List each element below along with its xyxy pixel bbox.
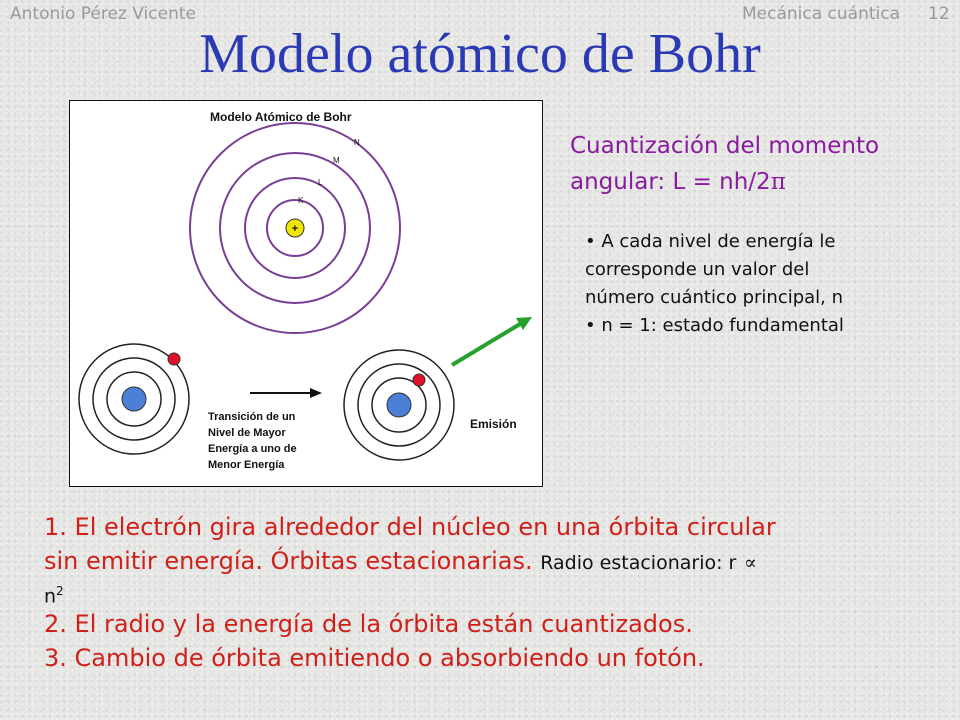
- shell-label-l: L: [318, 178, 323, 187]
- shell-label-n: N: [354, 138, 360, 147]
- right-orbit-inner: [371, 377, 427, 433]
- bullet-1-line-3: número cuántico principal, n: [585, 287, 844, 308]
- bullet-2: • n = 1: estado fundamental: [585, 315, 844, 336]
- postulate-3: 3. Cambio de órbita emitiendo o absorbie…: [44, 644, 705, 673]
- transition-arrow: [250, 388, 322, 398]
- left-orbit-middle: [92, 357, 176, 441]
- transition-line-3: Energía a uno de: [208, 443, 297, 455]
- right-orbit-middle: [357, 363, 441, 447]
- right-electron: [412, 373, 426, 387]
- postulate-1-line-2: sin emitir energía. Órbitas estacionaria…: [44, 544, 954, 580]
- emission-label: Emisión: [470, 417, 517, 431]
- left-electron: [167, 352, 181, 366]
- header-subject: Mecánica cuántica: [742, 4, 901, 24]
- orbit-m: [219, 152, 371, 304]
- slide-title: Modelo atómico de Bohr: [199, 23, 761, 85]
- left-core: [121, 386, 147, 412]
- quantization-line-1: Cuantización del momento: [570, 133, 880, 159]
- radius-exponent: 2: [56, 584, 64, 598]
- left-atom: [78, 343, 190, 455]
- right-core: [386, 392, 412, 418]
- radius-formula-line: n2: [44, 580, 954, 607]
- transition-line-1: Transición de un: [208, 411, 296, 423]
- quantization-formula: angular: L = nh/2: [570, 169, 771, 195]
- bohr-model-diagram: Modelo Atómico de Bohr + K L M N Transic…: [78, 110, 532, 471]
- orbit-k: [266, 199, 324, 257]
- right-orbit-outer: [343, 349, 455, 461]
- shell-label-k: K: [298, 196, 304, 205]
- upper-atom: + K L M N: [189, 122, 401, 334]
- transition-line-2: Nivel de Mayor: [208, 427, 286, 439]
- proportional-symbol: ∝: [744, 552, 757, 574]
- radius-variable: n: [44, 585, 57, 608]
- postulate-2: 2. El radio y la energía de la órbita es…: [44, 610, 693, 639]
- transition-line-4: Menor Energía: [208, 459, 285, 471]
- shell-label-m: M: [333, 156, 340, 165]
- quantization-heading: Cuantización del momento angular: L = nh…: [570, 128, 960, 200]
- nucleus: [285, 218, 305, 238]
- postulate-1-text: sin emitir energía. Órbitas estacionaria…: [44, 547, 533, 575]
- emission-arrow: [450, 317, 532, 367]
- nucleus-symbol: +: [292, 223, 298, 235]
- radius-label: Radio estacionario: r: [540, 552, 737, 574]
- bullet-list: • A cada nivel de energía le corresponde…: [585, 228, 955, 340]
- orbit-l: [244, 177, 346, 279]
- bullet-1-line-2: corresponde un valor del: [585, 259, 810, 280]
- left-orbit-inner: [106, 371, 162, 427]
- page-number: 12: [928, 4, 950, 24]
- bullet-1-line-1: • A cada nivel de energía le: [585, 231, 836, 252]
- postulates-list: 1. El electrón gira alrededor del núcleo…: [44, 510, 954, 675]
- figure-title: Modelo Atómico de Bohr: [210, 110, 352, 124]
- bohr-model-figure: Modelo Atómico de Bohr + K L M N Transic…: [69, 100, 543, 487]
- pi-symbol: π: [770, 169, 786, 195]
- postulate-1-line-1: 1. El electrón gira alrededor del núcleo…: [44, 513, 776, 541]
- quantization-line-2: angular: L = nh/2π: [570, 164, 960, 200]
- left-orbit-outer: [78, 343, 190, 455]
- right-atom: [343, 349, 455, 461]
- orbit-n: [189, 122, 401, 334]
- header-author: Antonio Pérez Vicente: [10, 4, 196, 24]
